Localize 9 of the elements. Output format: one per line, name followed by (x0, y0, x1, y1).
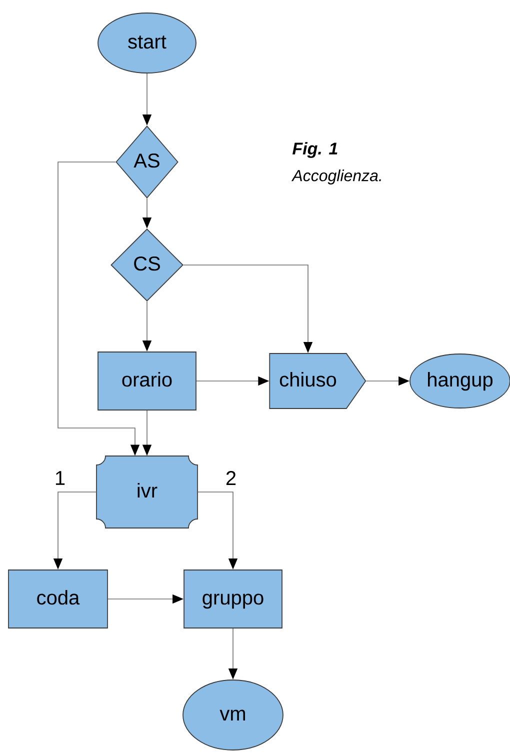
figure-caption: Accoglienza. (291, 170, 381, 184)
pentagon-box: chiuso (269, 353, 366, 409)
process-box: gruppo (184, 570, 282, 628)
edge-label: 1 (53, 470, 67, 486)
edge-label: 2 (224, 470, 238, 486)
ivr-box: ivr (96, 456, 198, 528)
process-box: orario (98, 352, 196, 410)
process-box: coda (8, 570, 108, 628)
figure-title: Fig. 1 (292, 142, 338, 158)
